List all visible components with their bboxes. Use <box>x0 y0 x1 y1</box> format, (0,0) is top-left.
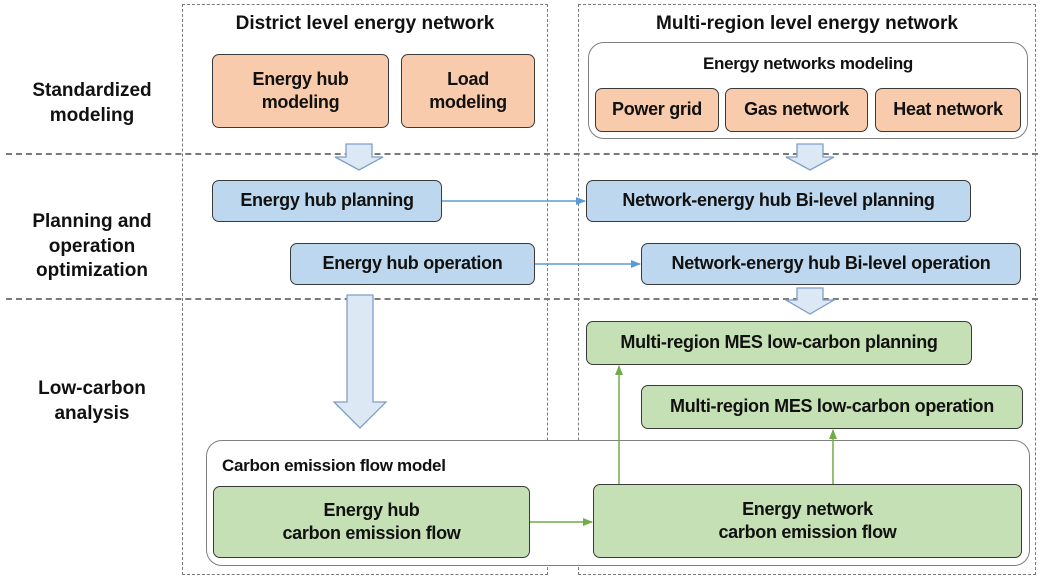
carbon-emission-flow-model-title: Carbon emission flow model <box>222 456 446 475</box>
row-label-standardized-modeling: Standardized modeling <box>32 80 152 126</box>
power-grid-box: Power grid <box>595 88 719 132</box>
row-label-low-carbon: Low-carbon analysis <box>38 378 146 424</box>
bilevel-planning-box: Network-energy hub Bi-level planning <box>586 180 971 222</box>
energy-network-carbon-emission-flow-box: Energy network carbon emission flow <box>593 484 1022 558</box>
heat-network-box: Heat network <box>875 88 1021 132</box>
block-arrow-hub-operation-to-cef <box>332 294 388 429</box>
block-arrow-networks-to-bilevel-planning <box>785 143 835 171</box>
district-column-header: District level energy network <box>235 13 495 34</box>
row-label-planning-operation: Planning and operation optimization <box>32 210 152 282</box>
bilevel-operation-box: Network-energy hub Bi-level operation <box>641 243 1021 285</box>
energy-hub-modeling-box: Energy hub modeling <box>212 54 389 128</box>
multi-region-column <box>578 4 1036 575</box>
district-column <box>182 4 548 575</box>
row-separator-bottom <box>6 298 1038 300</box>
row-separator-top <box>6 153 1038 155</box>
multi-region-column-header: Multi-region level energy network <box>656 13 958 34</box>
energy-hub-carbon-emission-flow-box: Energy hub carbon emission flow <box>213 486 530 558</box>
energy-hub-operation-box: Energy hub operation <box>290 243 535 285</box>
block-arrow-bilevel-operation-to-low-carbon <box>783 287 837 315</box>
block-arrow-modeling-to-hub-planning <box>334 143 384 171</box>
mes-low-carbon-planning-box: Multi-region MES low-carbon planning <box>586 321 972 365</box>
gas-network-box: Gas network <box>725 88 868 132</box>
load-modeling-box: Load modeling <box>401 54 535 128</box>
energy-hub-planning-box: Energy hub planning <box>212 180 442 222</box>
mes-low-carbon-operation-box: Multi-region MES low-carbon operation <box>641 385 1023 429</box>
energy-networks-modeling-title: Energy networks modeling <box>702 54 914 73</box>
